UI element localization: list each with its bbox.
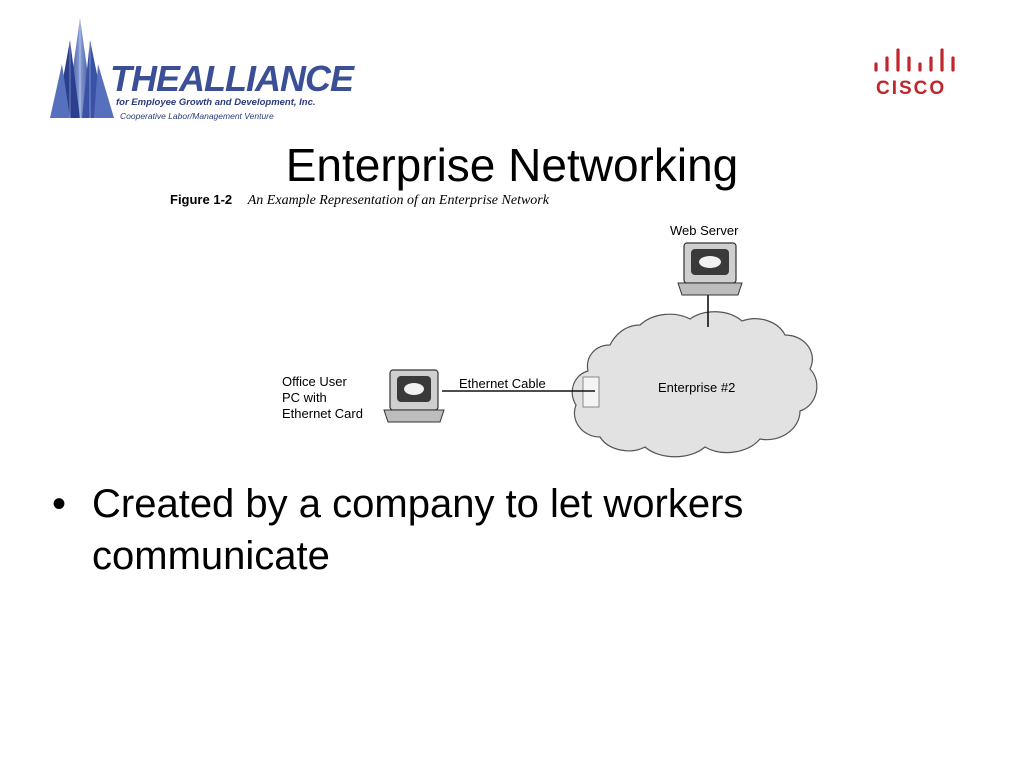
network-diagram: Web Server Office User PC with Ethernet … [270, 215, 840, 465]
cisco-logo-name: CISCO [876, 78, 947, 99]
office-user-label-line: Ethernet Card [282, 406, 363, 421]
web-server-label: Web Server [670, 223, 739, 238]
cloud-port [582, 376, 600, 408]
alliance-logo-tagline: for Employee Growth and Development, Inc… [116, 97, 316, 108]
alliance-logo-name: THEALLIANCE [110, 58, 354, 99]
figure-caption: Figure 1-2 An Example Representation of … [170, 192, 549, 209]
bullet-item: • Created by a company to let workers co… [52, 478, 952, 582]
enterprise-cloud [571, 311, 818, 458]
figure-label: Figure 1-2 [170, 192, 233, 207]
building-towers-icon [50, 18, 114, 118]
office-user-label-line: Office User [282, 374, 347, 389]
bullet-list: • Created by a company to let workers co… [52, 478, 952, 582]
enterprise-cloud-label: Enterprise #2 [658, 380, 736, 395]
office-user-label: Office User PC with Ethernet Card [282, 374, 363, 422]
web-server-icon [677, 242, 743, 296]
alliance-logo: THEALLIANCE for Employee Growth and Deve… [50, 18, 354, 126]
cisco-logo: CISCO [868, 44, 964, 104]
figure-caption-text: An Example Representation of an Enterpri… [247, 193, 549, 208]
slide-title: Enterprise Networking [285, 139, 739, 191]
bullet-marker: • [52, 482, 67, 526]
bullet-text: Created by a company to let workers comm… [92, 482, 744, 578]
office-user-label-line: PC with [282, 390, 327, 405]
alliance-logo-subtitle: Cooperative Labor/Management Venture [120, 111, 274, 121]
office-pc-icon [383, 369, 445, 423]
ethernet-cable-label: Ethernet Cable [459, 376, 546, 391]
cisco-bars-icon [874, 48, 955, 72]
